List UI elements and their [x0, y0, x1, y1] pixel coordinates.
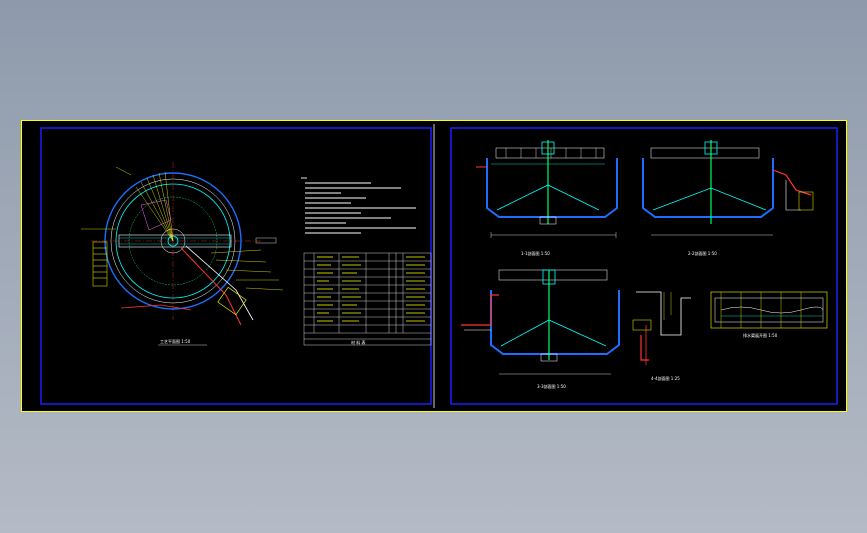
section-2-2: 2-2剖面图 1:50 [642, 140, 814, 256]
section-4-4-title: 4-4剖面图 1:25 [651, 375, 680, 381]
right-sheet-frame [450, 127, 838, 405]
tank-plan-view: 工艺平面图 1:50 [81, 162, 284, 346]
material-table [303, 252, 432, 346]
section-1-1-title: 1-1剖面图 1:50 [521, 250, 550, 256]
section-4-4: 4-4剖面图 1:25 [632, 291, 691, 381]
section-3-3: 3-3剖面图 1:50 [461, 269, 620, 389]
plan-title: 工艺平面图 1:50 [160, 338, 191, 344]
material-table-title: 材 料 表 [351, 339, 366, 345]
section-2-2-title: 2-2剖面图 1:50 [688, 250, 717, 256]
section-1-1: 1-1剖面图 1:50 [476, 140, 618, 256]
drain-detail: 排水渠展开图 1:50 [710, 291, 828, 338]
section-3-3-title: 3-3剖面图 1:50 [537, 383, 566, 389]
cad-drawing-sheet: 工艺平面图 1:50 [21, 120, 847, 412]
drain-detail-title: 排水渠展开图 1:50 [743, 332, 778, 338]
cad-drawing: 工艺平面图 1:50 [21, 120, 847, 412]
outer-frame [21, 120, 847, 412]
material-table-cells [317, 256, 425, 322]
design-notes [301, 177, 416, 234]
